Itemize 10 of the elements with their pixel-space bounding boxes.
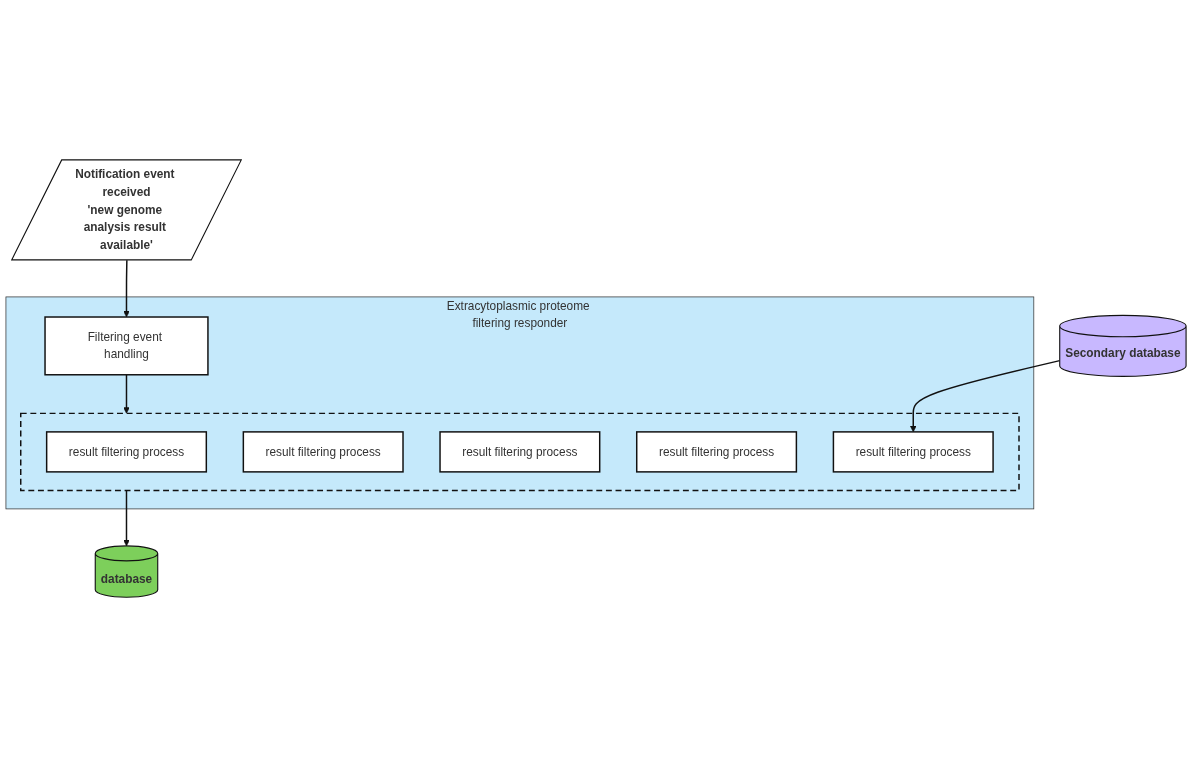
- arrow: [123, 374, 130, 415]
- node-box: result filtering process: [242, 431, 404, 474]
- node-box: result filtering process: [832, 431, 994, 474]
- node-box: result filtering process: [636, 431, 798, 474]
- arrow: [123, 490, 130, 547]
- node-box: result filtering process: [45, 431, 208, 474]
- cluster: [20, 413, 1020, 492]
- node-box: Filtering event handling: [44, 316, 209, 376]
- arrow: [910, 360, 1061, 433]
- node-box: result filtering process: [439, 431, 601, 474]
